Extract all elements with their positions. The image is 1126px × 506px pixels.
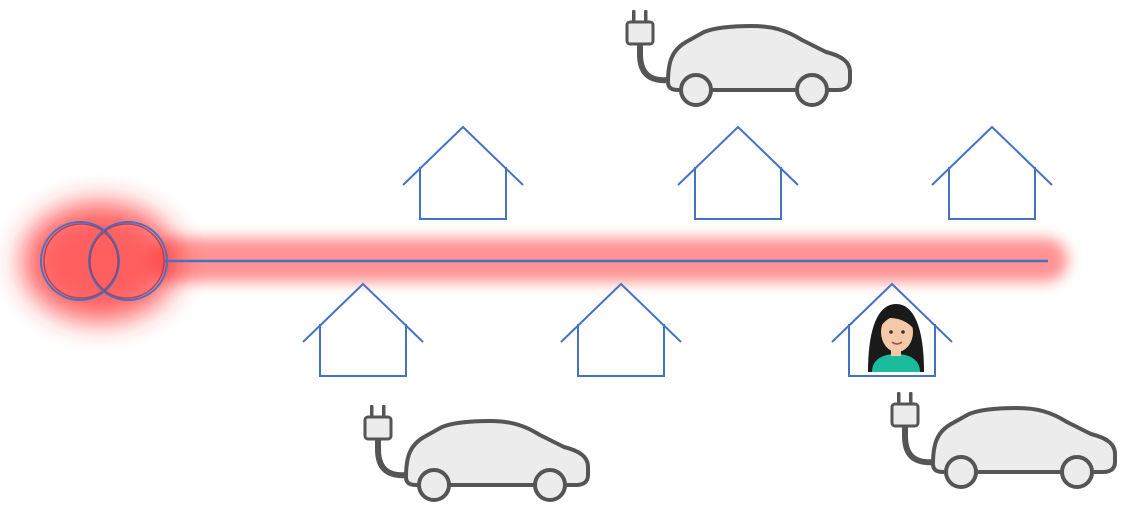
house-icon — [302, 283, 424, 377]
transformer-icon — [40, 221, 168, 301]
house-icon — [931, 126, 1053, 220]
house-icon — [402, 126, 524, 220]
house-icon — [560, 283, 682, 377]
ev-car-icon — [627, 10, 850, 105]
ev-car-icon — [892, 392, 1115, 487]
transformer-glow — [22, 202, 178, 322]
ev-car-icon — [365, 405, 588, 500]
house-icon — [677, 126, 799, 220]
person-icon — [868, 304, 924, 372]
